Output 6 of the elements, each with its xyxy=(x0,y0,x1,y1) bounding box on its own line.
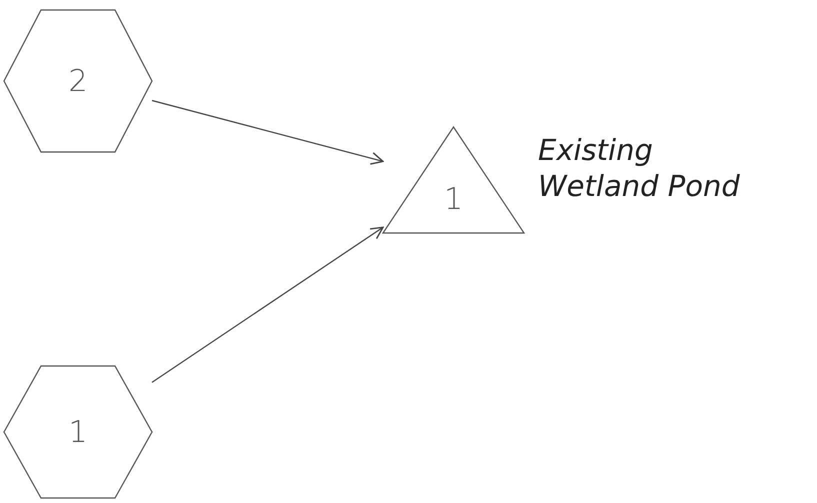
node-number: 1 xyxy=(68,414,88,450)
arrow xyxy=(152,100,384,165)
node-number: 2 xyxy=(68,64,88,98)
node-caption: Existing Wetland Pond xyxy=(538,132,741,204)
arrow xyxy=(152,226,384,383)
node-number: 1 xyxy=(444,182,464,216)
